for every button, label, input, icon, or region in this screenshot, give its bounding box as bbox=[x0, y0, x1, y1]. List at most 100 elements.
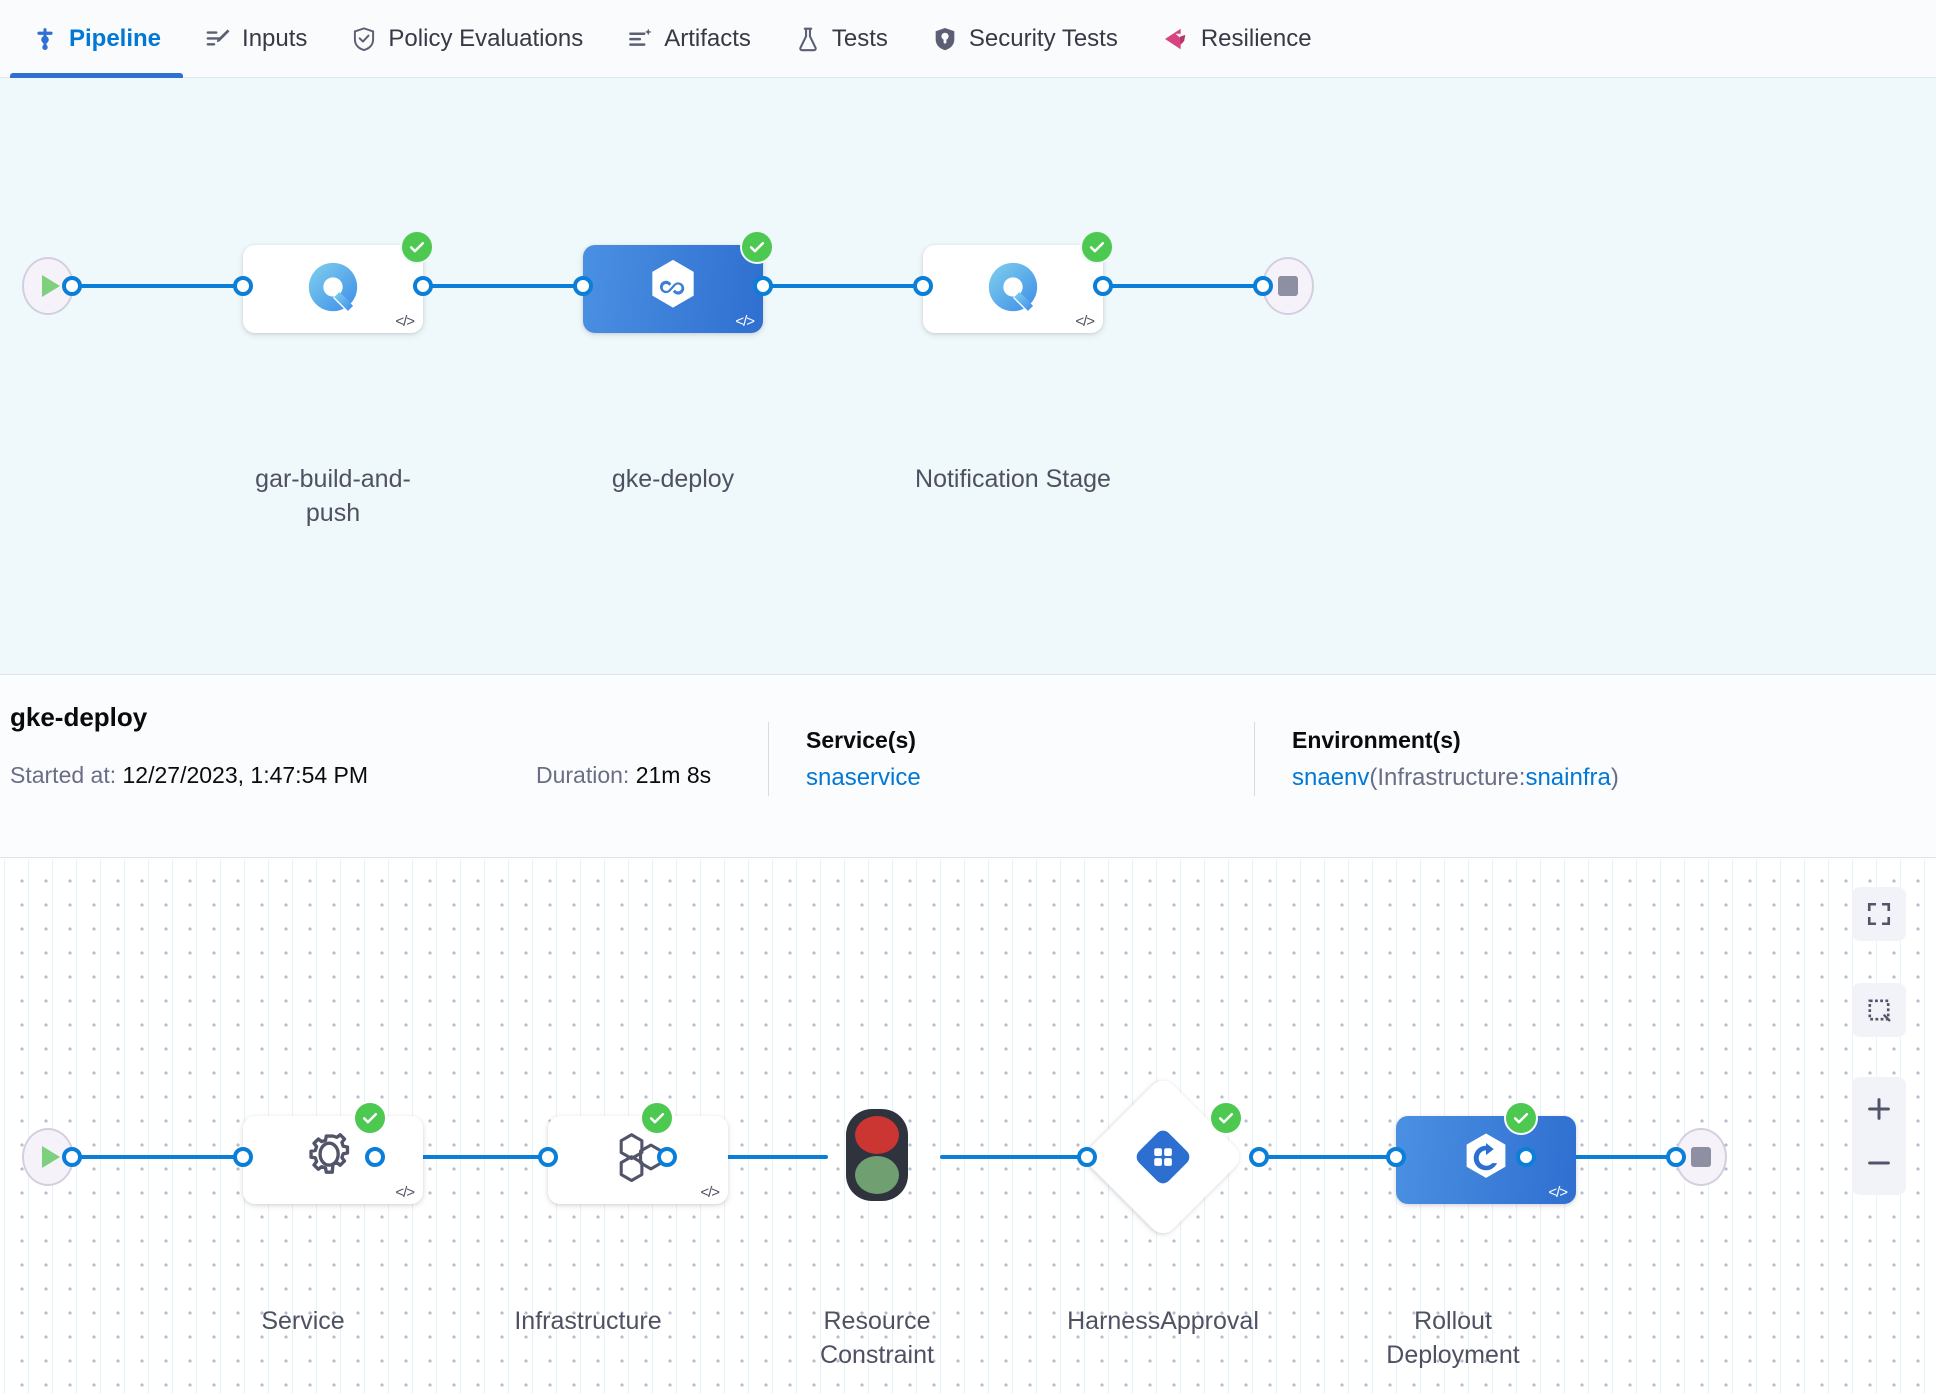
execution-graph-canvas[interactable]: </> Service </> Infrastructure Resource … bbox=[0, 859, 1936, 1394]
tab-label: Resilience bbox=[1200, 24, 1312, 52]
flask-icon bbox=[795, 26, 821, 52]
step-label-resource-constraint: Resource Constraint bbox=[820, 1307, 934, 1369]
tab-label: Tests bbox=[831, 24, 888, 52]
traffic-light-green-lamp bbox=[855, 1156, 899, 1194]
tab-artifacts[interactable]: Artifacts bbox=[605, 0, 773, 78]
status-badge-success bbox=[353, 1101, 387, 1135]
edge-infrastructure-to-resource-constraint bbox=[660, 1155, 828, 1159]
port bbox=[62, 1147, 82, 1167]
pipeline-icon bbox=[32, 26, 58, 52]
stop-icon bbox=[1278, 276, 1298, 296]
tab-label: Pipeline bbox=[69, 24, 162, 52]
tab-label: Security Tests bbox=[968, 24, 1118, 52]
stage-node-gke-deploy[interactable]: </> bbox=[583, 245, 763, 333]
status-badge-success bbox=[740, 230, 774, 264]
tab-bar: Pipeline Inputs Policy Evaluations bbox=[0, 0, 1936, 78]
stage-label-gke-deploy: gke-deploy bbox=[611, 465, 735, 493]
code-badge[interactable]: </> bbox=[700, 1184, 720, 1201]
tab-resilience[interactable]: Resilience bbox=[1140, 0, 1334, 78]
edge-gar-to-gke bbox=[414, 284, 714, 288]
inputs-icon bbox=[205, 26, 231, 52]
security-shield-icon bbox=[932, 26, 958, 52]
edge-start-to-service bbox=[68, 1155, 258, 1159]
port bbox=[413, 276, 433, 296]
code-badge[interactable]: </> bbox=[395, 1184, 415, 1201]
status-badge-success bbox=[400, 230, 434, 264]
traffic-light-red-lamp bbox=[855, 1116, 899, 1154]
port bbox=[1249, 1147, 1269, 1167]
artifacts-icon bbox=[627, 26, 653, 52]
edge-resource-constraint-to-approval bbox=[940, 1155, 1085, 1159]
tab-inputs[interactable]: Inputs bbox=[183, 0, 329, 78]
port bbox=[62, 276, 82, 296]
duration-value: 21m 8s bbox=[635, 762, 712, 788]
environment-link[interactable]: snaenv bbox=[1292, 764, 1370, 791]
port bbox=[233, 276, 253, 296]
selection-box-button[interactable] bbox=[1852, 983, 1906, 1037]
port bbox=[1077, 1147, 1097, 1167]
harness-cd-infinity-icon bbox=[642, 256, 704, 323]
resilience-icon bbox=[1162, 25, 1190, 53]
edge-service-to-infrastructure bbox=[368, 1155, 563, 1159]
port bbox=[657, 1147, 677, 1167]
port bbox=[753, 276, 773, 296]
tab-tests[interactable]: Tests bbox=[773, 0, 910, 78]
stage-node-notification-stage[interactable]: </> bbox=[923, 245, 1103, 333]
gear-icon bbox=[302, 1127, 364, 1194]
infrastructure-suffix: ) bbox=[1610, 764, 1619, 791]
code-badge[interactable]: </> bbox=[735, 313, 755, 330]
status-badge-success bbox=[1504, 1101, 1538, 1135]
pipeline-graph-canvas[interactable]: </> gar-build-and-push </> gke-deploy bbox=[0, 78, 1936, 675]
play-icon bbox=[41, 1146, 60, 1168]
tab-pipeline[interactable]: Pipeline bbox=[10, 0, 184, 78]
service-link[interactable]: snaservice bbox=[806, 764, 921, 791]
policy-shield-icon bbox=[351, 26, 377, 52]
zoom-out-button[interactable] bbox=[1852, 1136, 1906, 1190]
step-node-resource-constraint[interactable] bbox=[846, 1109, 908, 1201]
dashed-select-icon[interactable] bbox=[1852, 983, 1906, 1037]
fit-to-screen-button[interactable] bbox=[1852, 887, 1906, 941]
environment-link-group[interactable]: snaenv(Infrastructure:snainfra) bbox=[1292, 764, 1619, 792]
step-label-harness-approval: HarnessApproval bbox=[1067, 1307, 1259, 1335]
step-node-infrastructure[interactable]: </> bbox=[548, 1116, 728, 1204]
code-badge[interactable]: </> bbox=[1548, 1184, 1568, 1201]
step-label-infrastructure: Infrastructure bbox=[514, 1307, 662, 1335]
duration-label: Duration: bbox=[536, 762, 630, 788]
zoom-in-button[interactable] bbox=[1852, 1082, 1906, 1136]
execution-end-node[interactable] bbox=[1675, 1128, 1727, 1186]
code-badge[interactable]: </> bbox=[1075, 313, 1095, 330]
port bbox=[538, 1147, 558, 1167]
port bbox=[1516, 1147, 1536, 1167]
fit-screen-icon[interactable] bbox=[1852, 887, 1906, 941]
environments-header: Environment(s) bbox=[1292, 727, 1461, 753]
edge-notification-to-end bbox=[1095, 284, 1280, 288]
duration: Duration: 21m 8s bbox=[536, 762, 711, 789]
infrastructure-link[interactable]: snainfra bbox=[1525, 764, 1611, 791]
status-badge-success bbox=[1209, 1101, 1243, 1135]
step-label-rollout-deployment: Rollout Deployment bbox=[1386, 1307, 1520, 1369]
port bbox=[1386, 1147, 1406, 1167]
port bbox=[913, 276, 933, 296]
started-at-value: 12/27/2023, 1:47:54 PM bbox=[122, 762, 369, 788]
tab-label: Inputs bbox=[242, 24, 308, 52]
stage-node-gar-build-and-push[interactable]: </> bbox=[243, 245, 423, 333]
info-divider-2 bbox=[1254, 722, 1255, 796]
play-icon bbox=[41, 275, 60, 297]
status-badge-success bbox=[1080, 230, 1114, 264]
tab-security-tests[interactable]: Security Tests bbox=[910, 0, 1140, 78]
services-header: Service(s) bbox=[806, 727, 916, 753]
edge-approval-to-rollout bbox=[1253, 1155, 1398, 1159]
step-node-rollout-deployment[interactable]: </> bbox=[1396, 1116, 1576, 1204]
tab-policy-evaluations[interactable]: Policy Evaluations bbox=[329, 0, 605, 78]
tab-label: Policy Evaluations bbox=[388, 24, 584, 52]
step-node-service[interactable]: </> bbox=[243, 1116, 423, 1204]
code-badge[interactable]: </> bbox=[395, 313, 415, 330]
stage-label-gar-build-and-push: gar-build-and-push bbox=[255, 465, 411, 527]
port bbox=[1253, 276, 1273, 296]
stop-icon bbox=[1691, 1147, 1711, 1167]
zoom-buttons-group[interactable] bbox=[1852, 1077, 1906, 1195]
stage-label-notification-stage: Notification Stage bbox=[915, 465, 1111, 493]
google-cloud-build-icon bbox=[984, 258, 1042, 321]
stage-title: gke-deploy bbox=[10, 702, 148, 732]
port bbox=[365, 1147, 385, 1167]
